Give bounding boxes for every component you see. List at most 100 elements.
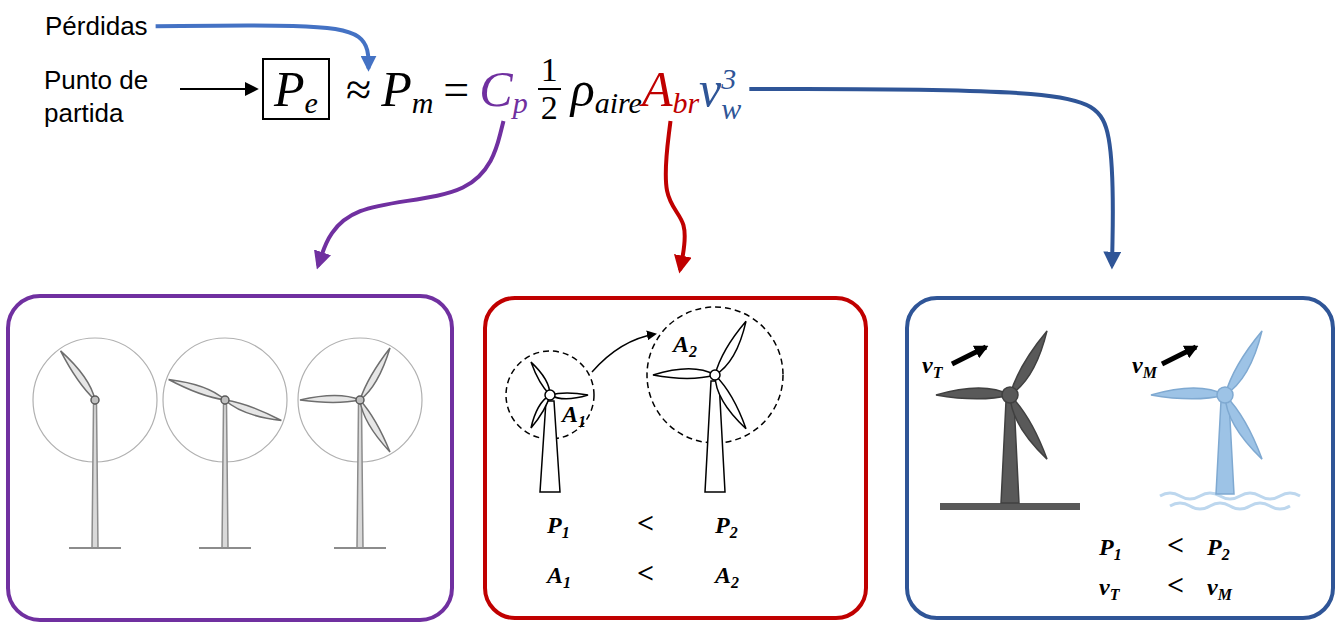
symbol-group: A1 — [562, 401, 586, 428]
symbol-group: < — [637, 506, 654, 540]
symbol: v — [1132, 352, 1143, 379]
pointer-arrows — [156, 25, 1113, 270]
comparison-sign: < — [637, 556, 654, 590]
symbol: C — [479, 61, 512, 117]
turbine-blade — [59, 348, 99, 401]
formula-term: ≈ — [336, 63, 381, 116]
turbine-hub — [221, 396, 229, 404]
subscript: br — [672, 86, 699, 120]
growth-arrow — [592, 334, 655, 372]
subscript: 1 — [1114, 546, 1122, 564]
symbol-group: P2 — [715, 512, 738, 539]
numerator: 1 — [538, 52, 561, 90]
formula-term: 12 — [528, 52, 571, 126]
tower-base — [334, 547, 386, 549]
symbol-group: < — [1167, 528, 1184, 562]
turbine-blade — [936, 388, 1010, 399]
symbol-group: vM — [1132, 352, 1157, 379]
symbol: P — [381, 61, 412, 117]
exponent: 3 — [721, 64, 736, 94]
symbol: P — [547, 512, 562, 539]
subscript: M — [1143, 364, 1157, 382]
subscript: e — [305, 86, 318, 120]
comparison-sign: < — [1167, 568, 1184, 602]
turbine-hub — [710, 370, 720, 380]
symbol: P — [1099, 534, 1114, 561]
subscript: 2 — [730, 524, 738, 542]
area-arrow — [666, 121, 685, 270]
symbol-group: P1 — [547, 512, 570, 539]
wind-speed-panel: vTvMP1<P2vT<vM — [905, 296, 1335, 620]
wind-arrow — [1162, 347, 1196, 364]
symbol: A — [562, 401, 578, 428]
onshore-offshore-turbines — [936, 329, 1300, 510]
turbine-blade — [168, 375, 227, 402]
symbol: A — [673, 331, 689, 358]
symbol: P — [274, 61, 305, 117]
symbol-group: P2 — [1207, 534, 1230, 561]
subscript: 2 — [689, 343, 697, 361]
symbol-group: A2 — [673, 331, 697, 358]
formula-term: Abr — [642, 61, 699, 117]
fraction: 12 — [538, 52, 561, 126]
subscript: aire — [595, 86, 642, 120]
operator: ≈ — [346, 63, 371, 116]
formula-term: ρaire — [571, 61, 642, 117]
swept-area-turbines — [506, 307, 783, 492]
subscript: 1 — [578, 413, 586, 431]
symbol-group: A2 — [715, 562, 739, 589]
symbol: P — [1207, 534, 1222, 561]
turbine-blade — [223, 398, 282, 425]
start-label: Punto de partida — [44, 64, 174, 129]
formula-term: v3w — [699, 54, 741, 124]
turbine-blade — [1151, 388, 1225, 399]
denominator: 2 — [538, 90, 561, 126]
start-arrow — [180, 88, 256, 90]
wind-arrow — [952, 347, 986, 364]
turbine-blade — [712, 320, 751, 378]
turbine-blade — [550, 393, 588, 399]
symbol: A — [642, 61, 673, 117]
symbol-group: vT — [922, 352, 942, 379]
symbol-group: vT — [1099, 574, 1119, 601]
subscript: 1 — [562, 524, 570, 542]
subscript: 2 — [1222, 546, 1230, 564]
operator: = — [443, 63, 469, 116]
tower-base — [199, 547, 251, 549]
turbine-hub — [1217, 387, 1233, 403]
formula-term: = — [433, 63, 479, 116]
symbol-group: < — [1167, 568, 1184, 602]
subscript: m — [412, 86, 434, 120]
power-formula: ≈Pm=Cp12ρaireAbrv3w — [336, 58, 741, 120]
blades-arrow — [318, 121, 503, 266]
turbine-blade — [653, 369, 715, 379]
turbine-blade — [356, 399, 392, 454]
turbine-tower — [222, 404, 228, 548]
symbol: A — [715, 562, 731, 589]
blade-count-turbines — [33, 338, 422, 548]
symbol: v — [1099, 574, 1110, 601]
speed-arrow — [749, 89, 1113, 266]
subscript: p — [513, 86, 528, 120]
turbine-hub — [91, 396, 99, 404]
symbol-group: P1 — [1099, 534, 1122, 561]
symbol: v — [699, 61, 721, 117]
subscript: M — [1218, 586, 1232, 604]
turbine-blade — [300, 396, 360, 403]
losses-label: Pérdidas — [45, 10, 148, 43]
formula-term: Cp — [479, 61, 527, 117]
turbine-blade — [710, 373, 749, 431]
subscript: T — [1110, 586, 1120, 604]
turbine-tower — [92, 404, 98, 548]
comparison-sign: < — [637, 506, 654, 540]
boxed-quantity: Pe — [262, 58, 330, 120]
symbol: A — [547, 562, 563, 589]
symbol: v — [922, 352, 933, 379]
ground-base — [940, 503, 1080, 510]
symbol: ρ — [571, 61, 595, 117]
symbol-group: vM — [1207, 574, 1232, 601]
turbine-blade — [358, 347, 394, 402]
blades-panel — [8, 296, 452, 620]
turbine-hub — [1002, 387, 1018, 403]
